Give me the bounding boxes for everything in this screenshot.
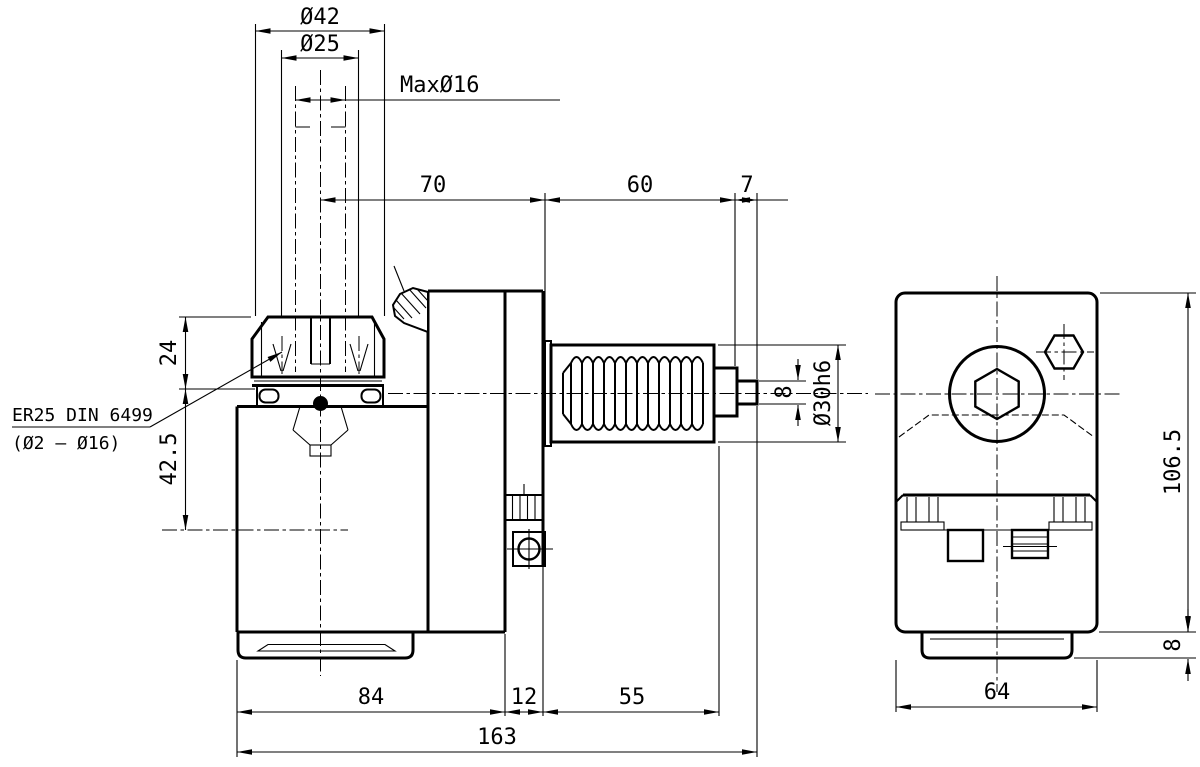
- dim-24: 24: [157, 340, 182, 367]
- side-view: [894, 291, 1099, 660]
- side-body: [894, 291, 1099, 634]
- dim-163: 163: [477, 725, 517, 750]
- dimensions: Ø42 Ø25 MaxØ16 70 60 7 24 42.5 Ø30h6 8 8…: [12, 5, 1196, 757]
- vdi-shank: [544, 340, 759, 447]
- hex-socket: [974, 367, 1020, 421]
- serration-lines: [570, 363, 704, 424]
- collet-nut-front: [948, 345, 1046, 443]
- dim-70: 70: [420, 173, 447, 198]
- leader-er25-line2: (Ø2 – Ø16): [12, 433, 120, 454]
- dimension-lines: [12, 28, 1191, 755]
- dim-dia25: Ø25: [300, 32, 340, 57]
- clamp-wedge: [391, 265, 429, 334]
- dim-8: 8: [1161, 638, 1186, 651]
- chamfer-hidden-edge: [898, 414, 1095, 438]
- extension-lines: [179, 24, 1196, 757]
- side-bottom-tenon: [920, 632, 1074, 660]
- threaded-hole-side: [1010, 528, 1050, 560]
- holder-body: [235, 405, 505, 660]
- dim-12: 12: [511, 685, 538, 710]
- shank-housing: [426, 289, 553, 632]
- dim-106-5: 106.5: [1161, 429, 1186, 495]
- front-view: [235, 265, 759, 660]
- dim-dia42: Ø42: [300, 5, 340, 30]
- centerlines: [162, 70, 1122, 692]
- dim-55: 55: [619, 685, 646, 710]
- dim-64: 64: [984, 680, 1011, 705]
- dim-84: 84: [358, 685, 385, 710]
- dim-60: 60: [627, 173, 654, 198]
- dim-dia30h6: Ø30h6: [811, 360, 836, 426]
- dim-42-5: 42.5: [157, 433, 182, 486]
- shank-stub: [735, 379, 759, 406]
- dim-stub8: 8: [772, 385, 797, 398]
- key-block: [946, 528, 985, 563]
- dim-7: 7: [740, 173, 753, 198]
- tenon-keys: [900, 497, 1093, 531]
- hex-screw: [1043, 334, 1085, 370]
- index-pin: [313, 396, 328, 411]
- dim-max-tool: MaxØ16: [400, 73, 479, 98]
- leader-er25-line1: ER25 DIN 6499: [12, 405, 153, 426]
